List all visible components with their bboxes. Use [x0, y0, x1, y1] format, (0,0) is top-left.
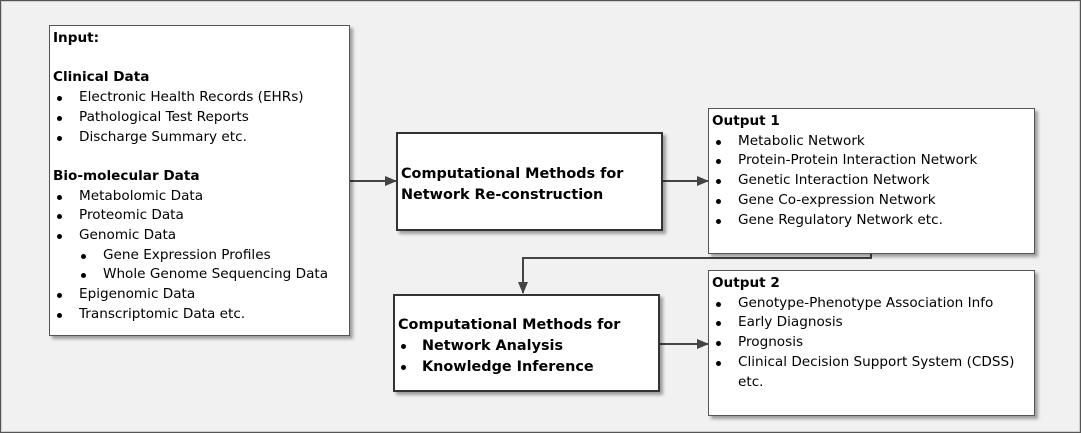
output2-item: Clinical Decision Support System (CDSS): [712, 353, 1034, 373]
output2-heading: Output 2: [712, 275, 780, 291]
analysis-title: Computational Methods for: [398, 317, 621, 333]
output2-item: Early Diagnosis: [712, 313, 1034, 333]
output1-heading: Output 1: [712, 113, 780, 129]
analysis-item: Network Analysis: [398, 336, 658, 357]
clinical-item: Pathological Test Reports: [53, 108, 349, 128]
clinical-item: Discharge Summary etc.: [53, 128, 349, 148]
output1-item: Protein-Protein Interaction Network: [712, 151, 1034, 171]
analysis-methods-box: Computational Methods for Network Analys…: [393, 294, 660, 392]
biomolecular-data-list: Metabolomic Data Proteomic Data Genomic …: [53, 187, 349, 325]
output2-list: Genotype-Phenotype Association Info Earl…: [712, 294, 1034, 393]
genomic-subitem: Whole Genome Sequencing Data: [53, 265, 349, 285]
biomolecular-item: Metabolomic Data: [53, 187, 349, 207]
output2-continuation: etc.: [738, 373, 764, 390]
biomolecular-item: Genomic Data: [53, 226, 349, 246]
analysis-item: Knowledge Inference: [398, 357, 658, 378]
genomic-subitem: Gene Expression Profiles: [53, 246, 349, 266]
output2-item: Genotype-Phenotype Association Info: [712, 294, 1034, 314]
output1-list: Metabolic Network Protein-Protein Intera…: [712, 132, 1034, 231]
output1-item: Genetic Interaction Network: [712, 171, 1034, 191]
biomolecular-item: Epigenomic Data: [53, 285, 349, 305]
input-box: Input: Clinical Data Electronic Health R…: [49, 25, 350, 336]
analysis-list: Network Analysis Knowledge Inference: [398, 336, 658, 378]
output1-item: Metabolic Network: [712, 132, 1034, 152]
output1-item: Gene Co-expression Network: [712, 191, 1034, 211]
reconstruction-methods-box: Computational Methods for Network Re-con…: [396, 132, 663, 231]
clinical-data-list: Electronic Health Records (EHRs) Patholo…: [53, 88, 349, 147]
output2-box: Output 2 Genotype-Phenotype Association …: [708, 270, 1035, 416]
biomolecular-data-heading: Bio-molecular Data: [53, 167, 200, 184]
output1-item: Gene Regulatory Network etc.: [712, 211, 1034, 231]
clinical-item: Electronic Health Records (EHRs): [53, 88, 349, 108]
input-heading: Input:: [53, 30, 100, 46]
output1-box: Output 1 Metabolic Network Protein-Prote…: [708, 108, 1035, 254]
reconstruction-title-line1: Computational Methods for: [401, 166, 624, 182]
reconstruction-title-line2: Network Re-construction: [401, 187, 604, 203]
arrow-output1-to-analysis: [518, 253, 872, 294]
output2-item: Prognosis: [712, 333, 1034, 353]
biomolecular-item: Proteomic Data: [53, 206, 349, 226]
biomolecular-item: Transcriptomic Data etc.: [53, 305, 349, 325]
clinical-data-heading: Clinical Data: [53, 69, 150, 86]
